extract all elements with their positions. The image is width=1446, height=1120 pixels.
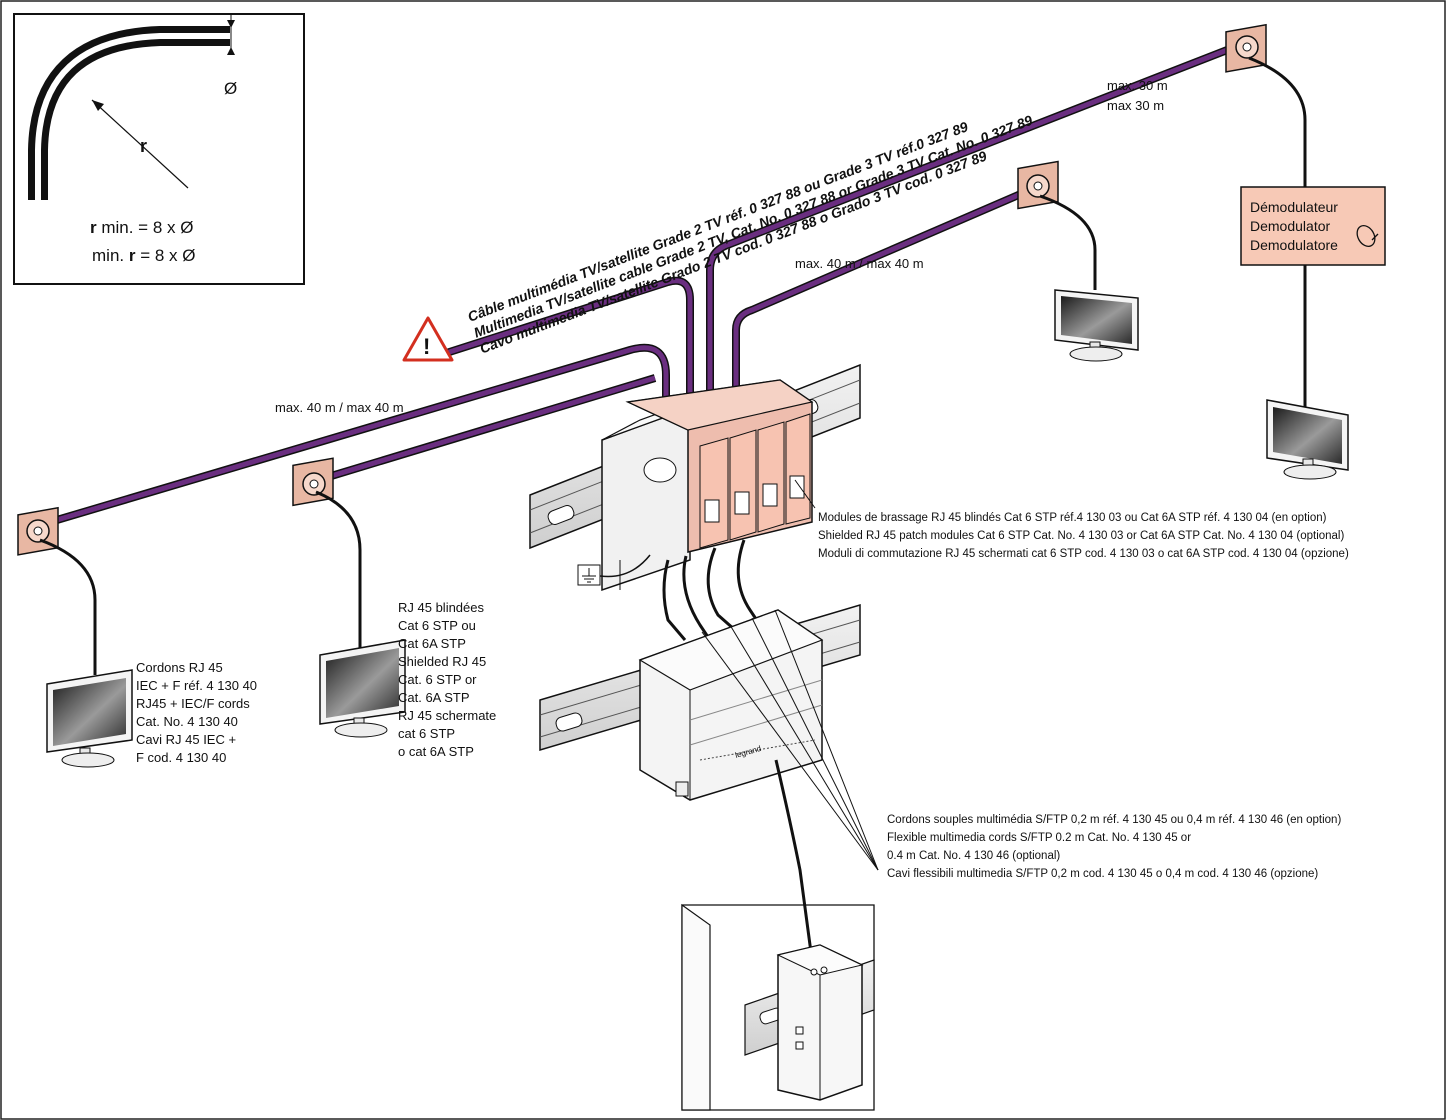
bend-radius-inset: Ø r r min. = 8 x Ø min. r = 8 x Ø <box>13 13 305 285</box>
outlet-mid-right <box>1017 160 1059 210</box>
flex-line-2: Flexible multimedia cords S/FTP 0.2 m Ca… <box>887 832 1191 844</box>
inset-frame <box>13 13 305 285</box>
patch-line-2: Shielded RJ 45 patch modules Cat 6 STP C… <box>818 530 1344 542</box>
cord-power-supply <box>774 759 814 961</box>
cord-mid-right <box>1039 194 1097 290</box>
multimedia-switch: legrand <box>638 609 824 801</box>
satellite-dish-icon <box>1356 225 1379 247</box>
ground-icon <box>577 554 651 586</box>
rj45-line-8: cat 6 STP <box>398 726 455 741</box>
outlet-left <box>17 506 59 556</box>
patch-cords <box>662 539 762 641</box>
rj45-line-1: RJ 45 blindées <box>398 600 484 615</box>
rj45-line-2: Cat 6 STP ou <box>398 618 476 633</box>
monitor-mid-right <box>1054 289 1139 362</box>
cords-line-6: F cod. 4 130 40 <box>136 750 226 765</box>
cord-top-right <box>1248 56 1307 410</box>
flex-cords-label: Cordons souples multimédia S/FTP 0,2 m r… <box>887 814 1341 880</box>
cords-line-5: Cavi RJ 45 IEC + <box>136 732 236 747</box>
cable-top-right <box>707 42 1241 400</box>
monitor-top-right <box>1266 399 1349 480</box>
cable-label-fr: Câble multimédia TV/satellite Grade 2 TV… <box>465 118 970 325</box>
diameter-arrow-top <box>227 20 235 28</box>
demod-it: Demodulatore <box>1250 237 1338 253</box>
cable-mid-right <box>733 187 1031 400</box>
rule-line-2: min. r = 8 x Ø <box>92 246 195 265</box>
patch-line-3: Moduli di commutazione RJ 45 schermati c… <box>818 548 1349 560</box>
distance-middle: max. 40 m / max 40 m <box>795 256 924 271</box>
cords-line-2: IEC + F réf. 4 130 40 <box>136 678 257 693</box>
radius-symbol: r <box>140 136 147 156</box>
rule-line-1: r min. = 8 x Ø <box>90 218 193 237</box>
demod-fr: Démodulateur <box>1250 199 1338 215</box>
distance-left: max. 40 m / max 40 m <box>275 400 404 415</box>
rj45-line-5: Cat. 6 STP or <box>398 672 477 687</box>
radius-line <box>91 99 189 189</box>
diameter-arrow-bottom <box>227 47 235 55</box>
cords-line-4: Cat. No. 4 130 40 <box>136 714 238 729</box>
monitor-cords <box>39 56 1307 675</box>
rj45-line-4: Shielded RJ 45 <box>398 654 486 669</box>
patch-modules-label: Modules de brassage RJ 45 blindés Cat 6 … <box>818 512 1349 560</box>
flex-line-3: 0.4 m Cat. No. 4 130 46 (optional) <box>887 850 1060 862</box>
warning-icon: ! <box>402 316 454 362</box>
rj45-line-9: o cat 6A STP <box>398 744 474 759</box>
cable-left <box>39 345 669 528</box>
warning-symbol: ! <box>423 334 430 359</box>
cable-second <box>317 375 656 483</box>
radius-arrowhead <box>92 100 104 111</box>
cords-line-1: Cordons RJ 45 <box>136 660 223 675</box>
patch-module-leader <box>794 479 816 509</box>
demodulator-box: Démodulateur Demodulator Demodulatore <box>1240 186 1386 266</box>
outlet-top-right <box>1225 23 1267 73</box>
diameter-symbol: Ø <box>224 79 237 98</box>
rj45-line-7: RJ 45 schermate <box>398 708 496 723</box>
patch-modules <box>625 379 814 553</box>
flex-line-4: Cavi flessibili multimedia S/FTP 0,2 m c… <box>887 868 1318 880</box>
cords-label: Cordons RJ 45 IEC + F réf. 4 130 40 RJ45… <box>136 660 257 765</box>
monitor-left <box>46 669 133 768</box>
rj45-shielded-label: RJ 45 blindées Cat 6 STP ou Cat 6A STP S… <box>398 600 496 759</box>
distance-right-1: max. 30 m <box>1107 78 1168 93</box>
warning-triangle <box>402 316 454 362</box>
rj45-line-6: Cat. 6A STP <box>398 690 470 705</box>
cords-line-3: RJ45 + IEC/F cords <box>136 696 250 711</box>
flex-cord-leaders <box>701 609 879 871</box>
multimedia-cables <box>38 41 1242 529</box>
distance-right-2: max 30 m <box>1107 98 1164 113</box>
rj45-line-3: Cat 6A STP <box>398 636 466 651</box>
monitor-second <box>319 639 406 738</box>
power-supply <box>776 944 864 1101</box>
cord-left <box>39 538 97 675</box>
flex-line-1: Cordons souples multimédia S/FTP 0,2 m r… <box>887 814 1341 826</box>
demod-en: Demodulator <box>1250 218 1330 234</box>
cable-incoming <box>439 278 693 440</box>
cord-second <box>315 490 362 650</box>
patch-line-1: Modules de brassage RJ 45 blindés Cat 6 … <box>818 512 1327 524</box>
bent-cable-inner <box>35 33 230 200</box>
